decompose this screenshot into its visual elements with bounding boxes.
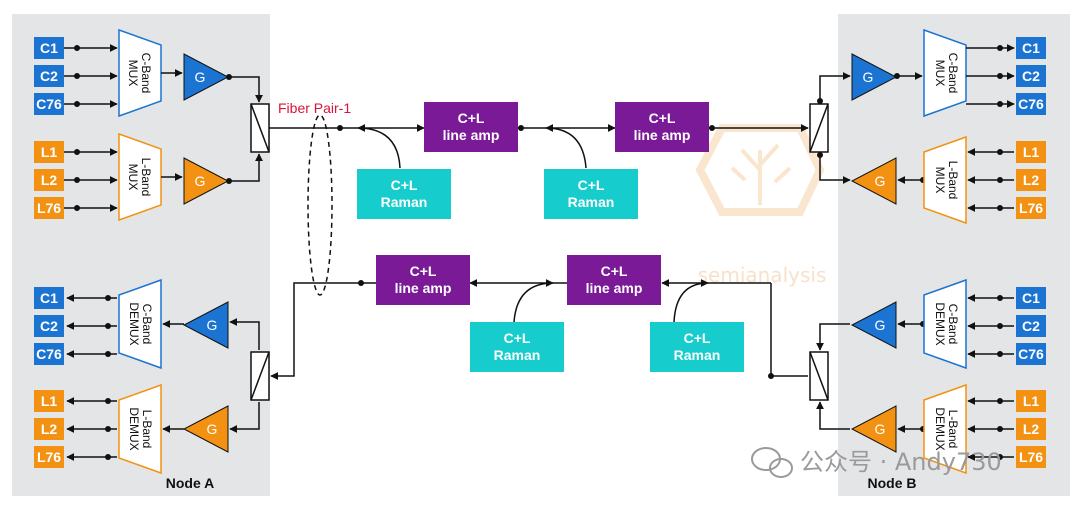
svg-text:C-BandDEMUX: C-BandDEMUX xyxy=(933,302,960,345)
line-amp-1 xyxy=(424,102,518,152)
node-b-combiner xyxy=(809,351,829,401)
node-a-combiner xyxy=(250,103,270,153)
svg-text:L-BandDEMUX: L-BandDEMUX xyxy=(933,407,960,450)
svg-text:L2: L2 xyxy=(1023,421,1040,437)
c-band-mux xyxy=(118,28,162,118)
svg-text:C76: C76 xyxy=(1018,96,1044,112)
channel-l2-label: L2 xyxy=(41,172,58,188)
svg-text:L1: L1 xyxy=(1023,393,1040,409)
svg-text:L2: L2 xyxy=(1023,172,1040,188)
channel-l1-label: L1 xyxy=(41,144,58,160)
svg-text:C76: C76 xyxy=(36,346,62,362)
line-amp-2 xyxy=(615,102,709,152)
node-a-label: Node A xyxy=(166,475,214,491)
svg-text:C1: C1 xyxy=(1022,40,1040,56)
raman-4 xyxy=(650,322,744,372)
l-mux-label: L-BandMUX xyxy=(126,158,153,197)
node-a-l-mux-group: L1 L2 L76 L-BandMUX G xyxy=(34,132,263,222)
node-a-l-demux-group: L1 L2 L76 L-BandDEMUX G xyxy=(34,383,260,475)
l-band-mux xyxy=(118,132,162,222)
channel-l76-label: L76 xyxy=(37,200,61,216)
node-a-c-mux-group: C1 C2 C76 C-BandMUX G xyxy=(34,28,263,118)
svg-text:C1: C1 xyxy=(1022,290,1040,306)
svg-text:C-BandMUX: C-BandMUX xyxy=(933,53,960,94)
node-b-c-mux-group: G C-BandDEMUX C1 C2 C76 xyxy=(850,278,1046,370)
c-demux-label: C-BandDEMUX xyxy=(127,302,154,345)
channel-c1 xyxy=(34,37,64,59)
channel-l76 xyxy=(34,197,64,219)
channel-c76 xyxy=(34,93,64,115)
c-gain-amp xyxy=(183,53,230,101)
node-a-c-demux-group: C1 C2 C76 C-BandDEMUX G xyxy=(34,278,260,370)
raman-3 xyxy=(470,322,564,372)
node-b-splitter xyxy=(809,103,829,153)
gain-label: G xyxy=(195,69,206,85)
svg-text:L-BandMUX: L-BandMUX xyxy=(933,161,960,200)
channel-l1 xyxy=(34,141,64,163)
c-band-demux xyxy=(118,278,162,370)
line-amp-3 xyxy=(567,255,661,305)
svg-text:L2: L2 xyxy=(41,421,58,437)
svg-text:C2: C2 xyxy=(1022,68,1040,84)
raman-1 xyxy=(357,169,451,219)
wechat-watermark: 公众号 · Andy730 xyxy=(751,447,1002,478)
svg-text:L76: L76 xyxy=(1019,200,1043,216)
svg-text:L76: L76 xyxy=(37,449,61,465)
svg-text:G: G xyxy=(875,421,886,437)
svg-text:G: G xyxy=(207,421,218,437)
svg-text:C1: C1 xyxy=(40,290,58,306)
raman-2 xyxy=(544,169,638,219)
svg-text:L1: L1 xyxy=(41,393,58,409)
channel-c1-label: C1 xyxy=(40,40,58,56)
node-b-l-mux-group: G L-BandDEMUX L1 L2 L76 xyxy=(850,383,1046,475)
svg-text:G: G xyxy=(875,173,886,189)
svg-text:C2: C2 xyxy=(40,318,58,334)
svg-text:C76: C76 xyxy=(1018,346,1044,362)
svg-text:G: G xyxy=(195,173,206,189)
svg-text:C2: C2 xyxy=(1022,318,1040,334)
fiber-pair-ellipse xyxy=(307,114,333,296)
semianalysis-logo: semianalysis xyxy=(695,124,826,287)
c-mux-label: C-BandMUX xyxy=(126,53,153,94)
channel-c2 xyxy=(34,65,64,87)
node-b-c-demux-group: G C-BandMUX C1 C2 C76 xyxy=(851,28,1046,118)
node-b-label: Node B xyxy=(868,475,917,491)
node-a-splitter xyxy=(250,351,270,401)
line-amp-4 xyxy=(376,255,470,305)
watermark-account: 公众号 · Andy730 xyxy=(800,448,1002,476)
svg-text:L76: L76 xyxy=(1019,449,1043,465)
l-gain-amp xyxy=(183,157,230,205)
svg-text:G: G xyxy=(863,69,874,85)
svg-text:G: G xyxy=(207,317,218,333)
l-band-demux xyxy=(118,383,162,475)
channel-l2 xyxy=(34,169,64,191)
channel-c2-label: C2 xyxy=(40,68,58,84)
fiber-pair-label: Fiber Pair-1 xyxy=(278,100,351,116)
node-b-l-demux-group: G L-BandMUX L1 L2 L76 xyxy=(850,135,1046,225)
svg-text:G: G xyxy=(875,317,886,333)
svg-text:L1: L1 xyxy=(1023,144,1040,160)
l-demux-label: L-BandDEMUX xyxy=(127,407,154,450)
wechat-icon xyxy=(751,447,793,478)
channel-c76-label: C76 xyxy=(36,96,62,112)
